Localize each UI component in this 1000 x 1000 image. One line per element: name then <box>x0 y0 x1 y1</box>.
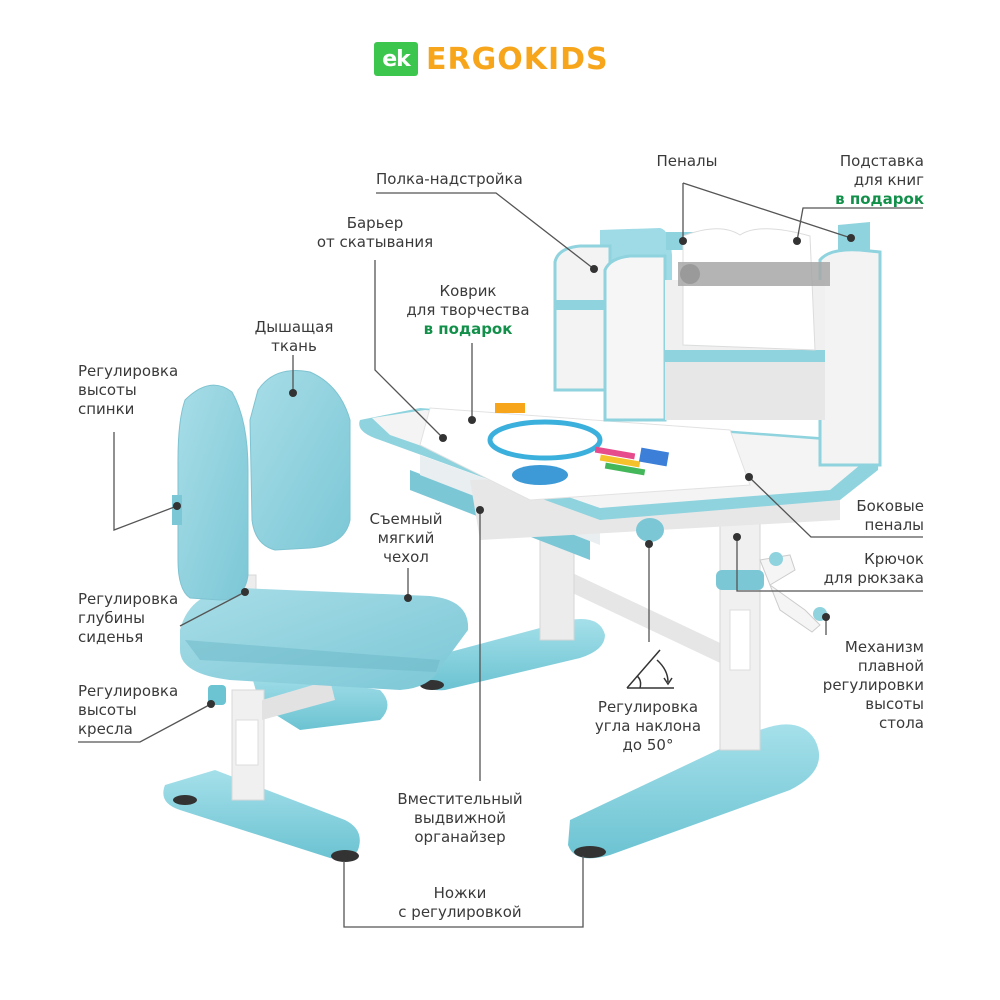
leader-lines <box>78 182 923 928</box>
chair <box>163 370 469 862</box>
callout-shelf: Полка-надстройка <box>376 170 523 188</box>
callout-backrest-height: Регулировка высоты спинки <box>78 362 179 418</box>
callout-roll-barrier: Барьер от скатывания <box>316 214 434 251</box>
callout-adjustable-feet: Ножки с регулировкой <box>398 884 522 921</box>
callout-breathable-fabric: Дышащая ткань <box>254 318 334 355</box>
desk-right-foot <box>568 724 820 859</box>
callout-tilt-angle: Регулировка угла наклона до 50° <box>594 698 702 754</box>
gift-badge: в подарок <box>835 190 924 208</box>
callout-removable-cover: Съемный мягкий чехол <box>369 510 443 566</box>
brand-name: ERGOKIDS <box>426 41 609 77</box>
callout-pencil-cases: Пеналы <box>656 152 718 170</box>
callout-book-stand: Подставка для книг в подарок <box>790 152 924 209</box>
callout-seat-depth: Регулировка глубины сиденья <box>78 590 179 646</box>
callout-creative-mat: Коврик для творчества в подарок <box>388 282 548 339</box>
callout-organizer: Вместительный выдвижной органайзер <box>397 790 523 846</box>
brand-logo: ek ERGOKIDS <box>374 40 609 78</box>
callout-chair-height: Регулировка высоты кресла <box>78 682 179 738</box>
brand-badge-icon: ek <box>374 42 418 76</box>
tilt-angle-icon <box>626 649 674 689</box>
gift-badge: в подарок <box>423 320 513 338</box>
desk <box>359 222 882 859</box>
callout-backpack-hook: Крючок для рюкзака <box>823 550 924 587</box>
callout-lift-mechanism: Механизм плавной регулировки высоты стол… <box>822 638 924 732</box>
leader-dots <box>173 234 855 861</box>
callout-side-cases: Боковые пеналы <box>856 497 924 534</box>
